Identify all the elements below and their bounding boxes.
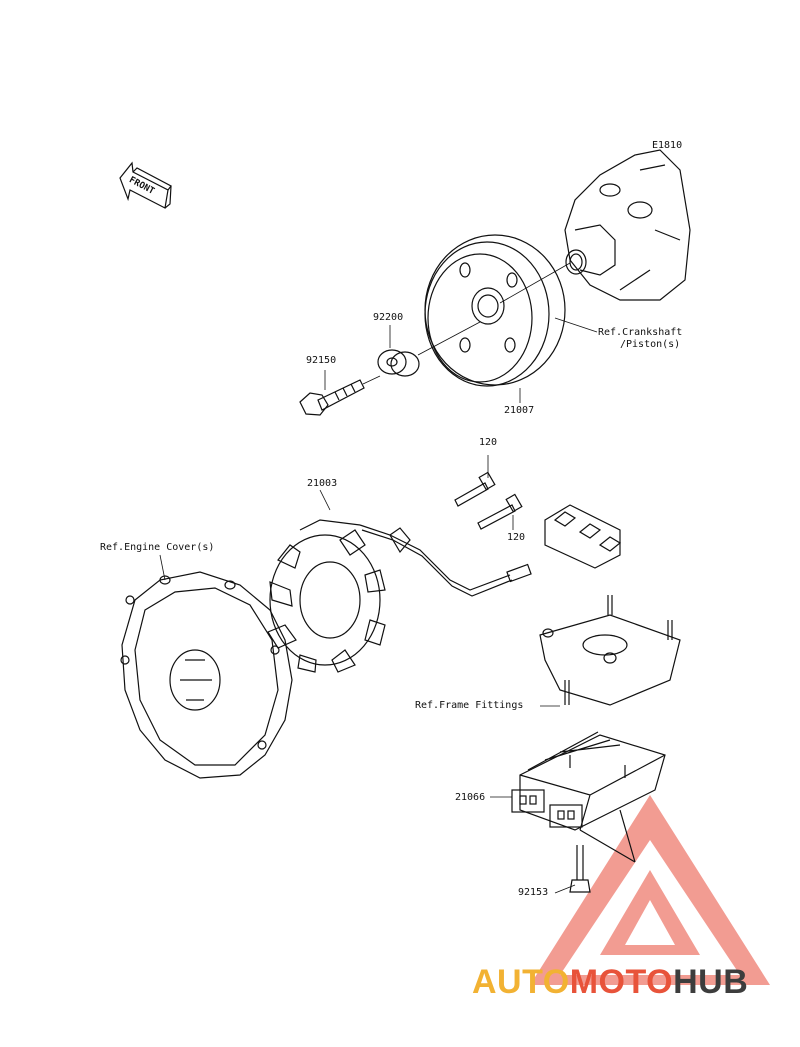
watermark-part-3: HUB bbox=[673, 963, 749, 1001]
label-21007: 21007 bbox=[504, 405, 535, 416]
washer-92200 bbox=[377, 349, 420, 377]
label-ref-crankshaft: Ref.Crankshaft bbox=[598, 327, 683, 338]
label-ref-frame-fittings: Ref.Frame Fittings bbox=[415, 700, 524, 711]
watermark-logo-icon bbox=[530, 795, 770, 985]
label-21066: 21066 bbox=[455, 792, 486, 803]
bolt-92153 bbox=[569, 845, 591, 893]
bolt-92150 bbox=[299, 379, 365, 416]
watermark-part-1: AUTO bbox=[472, 963, 570, 1001]
label-92153: 92153 bbox=[518, 887, 549, 898]
crankshaft bbox=[564, 149, 691, 301]
watermark-text: AUTOMOTOHUB bbox=[472, 962, 748, 1002]
label-92150: 92150 bbox=[306, 355, 337, 366]
bolt-120-a bbox=[454, 471, 496, 507]
label-ref-engine-cover: Ref.Engine Cover(s) bbox=[100, 542, 215, 553]
label-120-b: 120 bbox=[507, 532, 526, 543]
frame-bracket bbox=[539, 595, 681, 706]
label-92200: 92200 bbox=[373, 312, 404, 323]
regulator-rectifier bbox=[511, 731, 666, 863]
label-120-a: 120 bbox=[479, 437, 498, 448]
stator-connector bbox=[544, 504, 622, 569]
label-21003: 21003 bbox=[307, 478, 338, 489]
engine-cover bbox=[120, 571, 293, 779]
rotor-flywheel bbox=[424, 234, 566, 387]
leader-lines bbox=[159, 262, 598, 894]
watermark-part-2: MOTO bbox=[569, 963, 674, 1001]
stator bbox=[267, 519, 532, 673]
label-ref-piston: /Piston(s) bbox=[620, 339, 681, 350]
front-arrow-icon bbox=[119, 161, 172, 209]
diagram-code: E1810 bbox=[652, 140, 683, 151]
bolt-120-b bbox=[477, 493, 523, 530]
